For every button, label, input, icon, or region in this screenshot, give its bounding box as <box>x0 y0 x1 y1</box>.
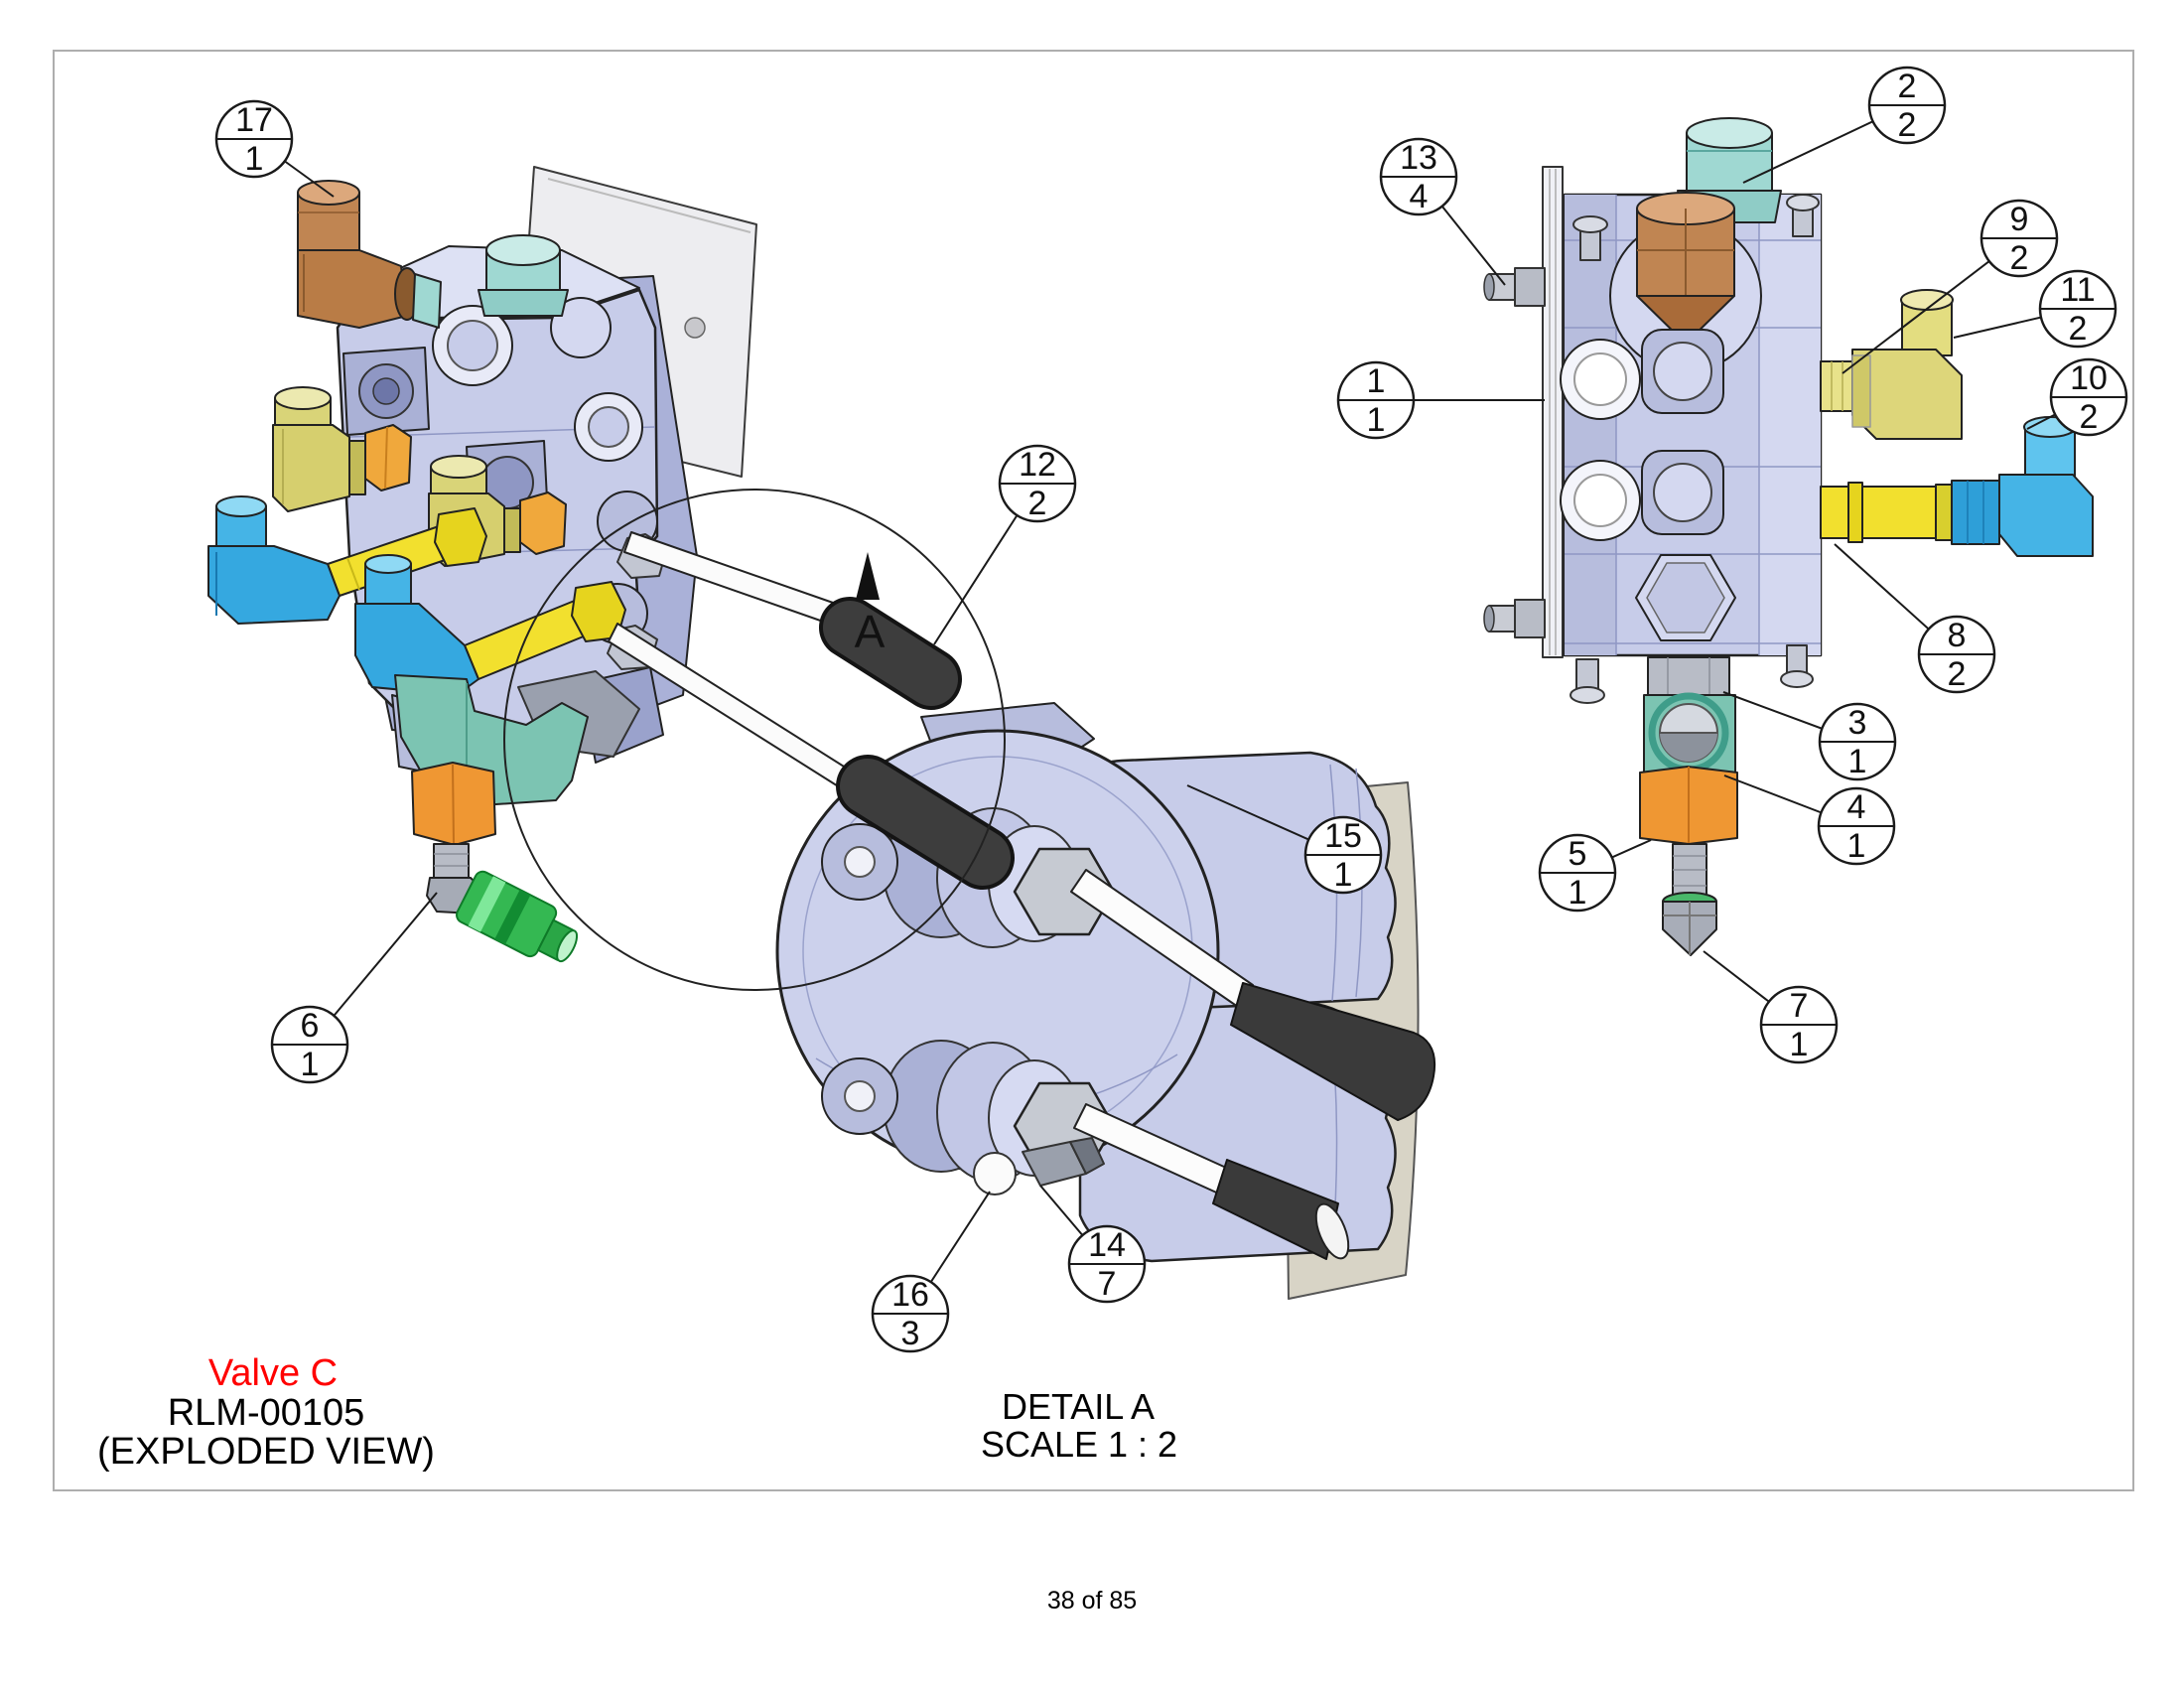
detail-title: DETAIL A <box>1001 1386 1156 1427</box>
balloon-item-number: 10 <box>2070 359 2108 397</box>
balloon-item-number: 2 <box>1898 68 1917 105</box>
yellow-elbow-fitting-1 <box>272 386 412 512</box>
balloon-item-number: 11 <box>2060 271 2095 309</box>
balloon-item-number: 16 <box>891 1276 929 1314</box>
mounting-plate-edge <box>1542 166 1564 658</box>
grease-fitting-top <box>1483 267 1546 307</box>
balloon-quantity: 2 <box>2080 398 2099 436</box>
detail-lower-knob <box>1212 1159 1339 1260</box>
balloon-9: 92 <box>1842 199 2059 374</box>
balloon-item-number: 1 <box>1367 362 1386 400</box>
balloon-12: 122 <box>933 444 1077 645</box>
balloon-quantity: 1 <box>1790 1026 1809 1063</box>
hex-bolt-top-right <box>1786 194 1820 237</box>
balloon-quantity: 2 <box>2069 310 2088 348</box>
balloon-quantity: 1 <box>1847 827 1866 865</box>
balloon-13: 134 <box>1379 137 1506 286</box>
detail-boundary-circle <box>503 489 1006 991</box>
detail-upper-knob <box>1230 982 1435 1121</box>
copper-elbow-fitting <box>297 180 442 329</box>
balloon-item-number: 8 <box>1948 617 1967 654</box>
hex-bolt-bottom-right <box>1780 644 1814 688</box>
exploded-view-left: A <box>207 166 1015 991</box>
balloon-15: 151 <box>1186 784 1383 895</box>
balloon-5: 51 <box>1538 833 1652 913</box>
balloon-17: 171 <box>214 99 335 198</box>
side-view-right <box>1483 117 2094 956</box>
balloon-14: 147 <box>1039 1185 1147 1304</box>
balloon-quantity: 2 <box>2010 239 2029 277</box>
page-number: 38 of 85 <box>1046 1587 1138 1615</box>
balloon-callouts: 1711222213492112102118231415171151611631… <box>214 66 2128 1353</box>
balloon-item-number: 17 <box>235 101 273 139</box>
yellow-tube-fitting <box>1820 482 1953 543</box>
green-quick-coupler <box>456 870 579 963</box>
hex-plug <box>1662 892 1717 956</box>
balloon-1: 11 <box>1336 360 1545 440</box>
detail-scale: SCALE 1 : 2 <box>980 1424 1178 1465</box>
balloon-item-number: 13 <box>1400 139 1437 177</box>
rubber-grip-1 <box>823 601 958 706</box>
gray-hex-adapter <box>1647 656 1730 696</box>
hex-bolt-bottom-left <box>1570 658 1605 704</box>
balloon-quantity: 2 <box>1948 655 1967 693</box>
orange-hex-nut-right <box>1639 766 1738 845</box>
section-arrow-icon <box>856 552 880 600</box>
balloon-quantity: 1 <box>1569 874 1587 912</box>
balloon-3: 31 <box>1722 691 1897 781</box>
blue-elbow-fitting-2 <box>354 554 626 696</box>
valve-name: Valve C <box>207 1352 339 1394</box>
balloon-item-number: 12 <box>1019 446 1056 484</box>
balloon-item-number: 4 <box>1847 788 1866 826</box>
balloon-2: 22 <box>1742 66 1947 184</box>
blue-elbow-fitting-right <box>1951 416 2094 557</box>
balloon-quantity: 2 <box>1898 106 1917 144</box>
part-number: RLM-00105 <box>167 1392 365 1434</box>
balloon-16: 163 <box>871 1191 991 1353</box>
rubber-grip-2 <box>840 759 1011 886</box>
balloon-8: 82 <box>1834 543 1996 694</box>
balloon-quantity: 3 <box>901 1315 920 1352</box>
balloon-quantity: 1 <box>301 1046 320 1083</box>
copper-breather-filter <box>1636 192 1735 345</box>
balloon-10: 102 <box>2026 357 2128 437</box>
balloon-item-number: 3 <box>1848 704 1867 742</box>
balloon-item-number: 5 <box>1569 835 1587 873</box>
balloon-quantity: 7 <box>1098 1265 1117 1303</box>
balloon-quantity: 4 <box>1410 178 1429 215</box>
balloon-quantity: 1 <box>1334 856 1353 894</box>
yellow-elbow-fitting-right <box>1851 289 1963 440</box>
grease-fitting-bottom <box>1483 599 1546 638</box>
balloon-quantity: 1 <box>1848 743 1867 780</box>
balloon-7: 71 <box>1703 950 1839 1064</box>
balloon-quantity: 1 <box>1367 401 1386 439</box>
view-label: (EXPLODED VIEW) <box>97 1431 435 1473</box>
balloon-quantity: 2 <box>1028 485 1047 522</box>
section-arrow-label: A <box>855 606 886 657</box>
balloon-item-number: 6 <box>301 1007 320 1045</box>
yellow-straight-adapter <box>1820 360 1853 412</box>
balloon-4: 41 <box>1723 774 1896 866</box>
teal-port-cap-left <box>478 234 569 317</box>
detail-seal-washer <box>973 1152 1017 1196</box>
detail-a-view <box>775 702 1435 1300</box>
hex-bolt-top-left <box>1572 215 1608 261</box>
balloon-11: 112 <box>1953 269 2117 349</box>
balloon-item-number: 15 <box>1324 817 1362 855</box>
balloon-quantity: 1 <box>245 140 264 178</box>
balloon-6: 61 <box>270 892 438 1084</box>
balloon-item-number: 14 <box>1088 1226 1126 1264</box>
teal-check-valve <box>1643 692 1736 774</box>
balloon-item-number: 7 <box>1790 987 1809 1025</box>
balloon-item-number: 9 <box>2010 201 2029 238</box>
